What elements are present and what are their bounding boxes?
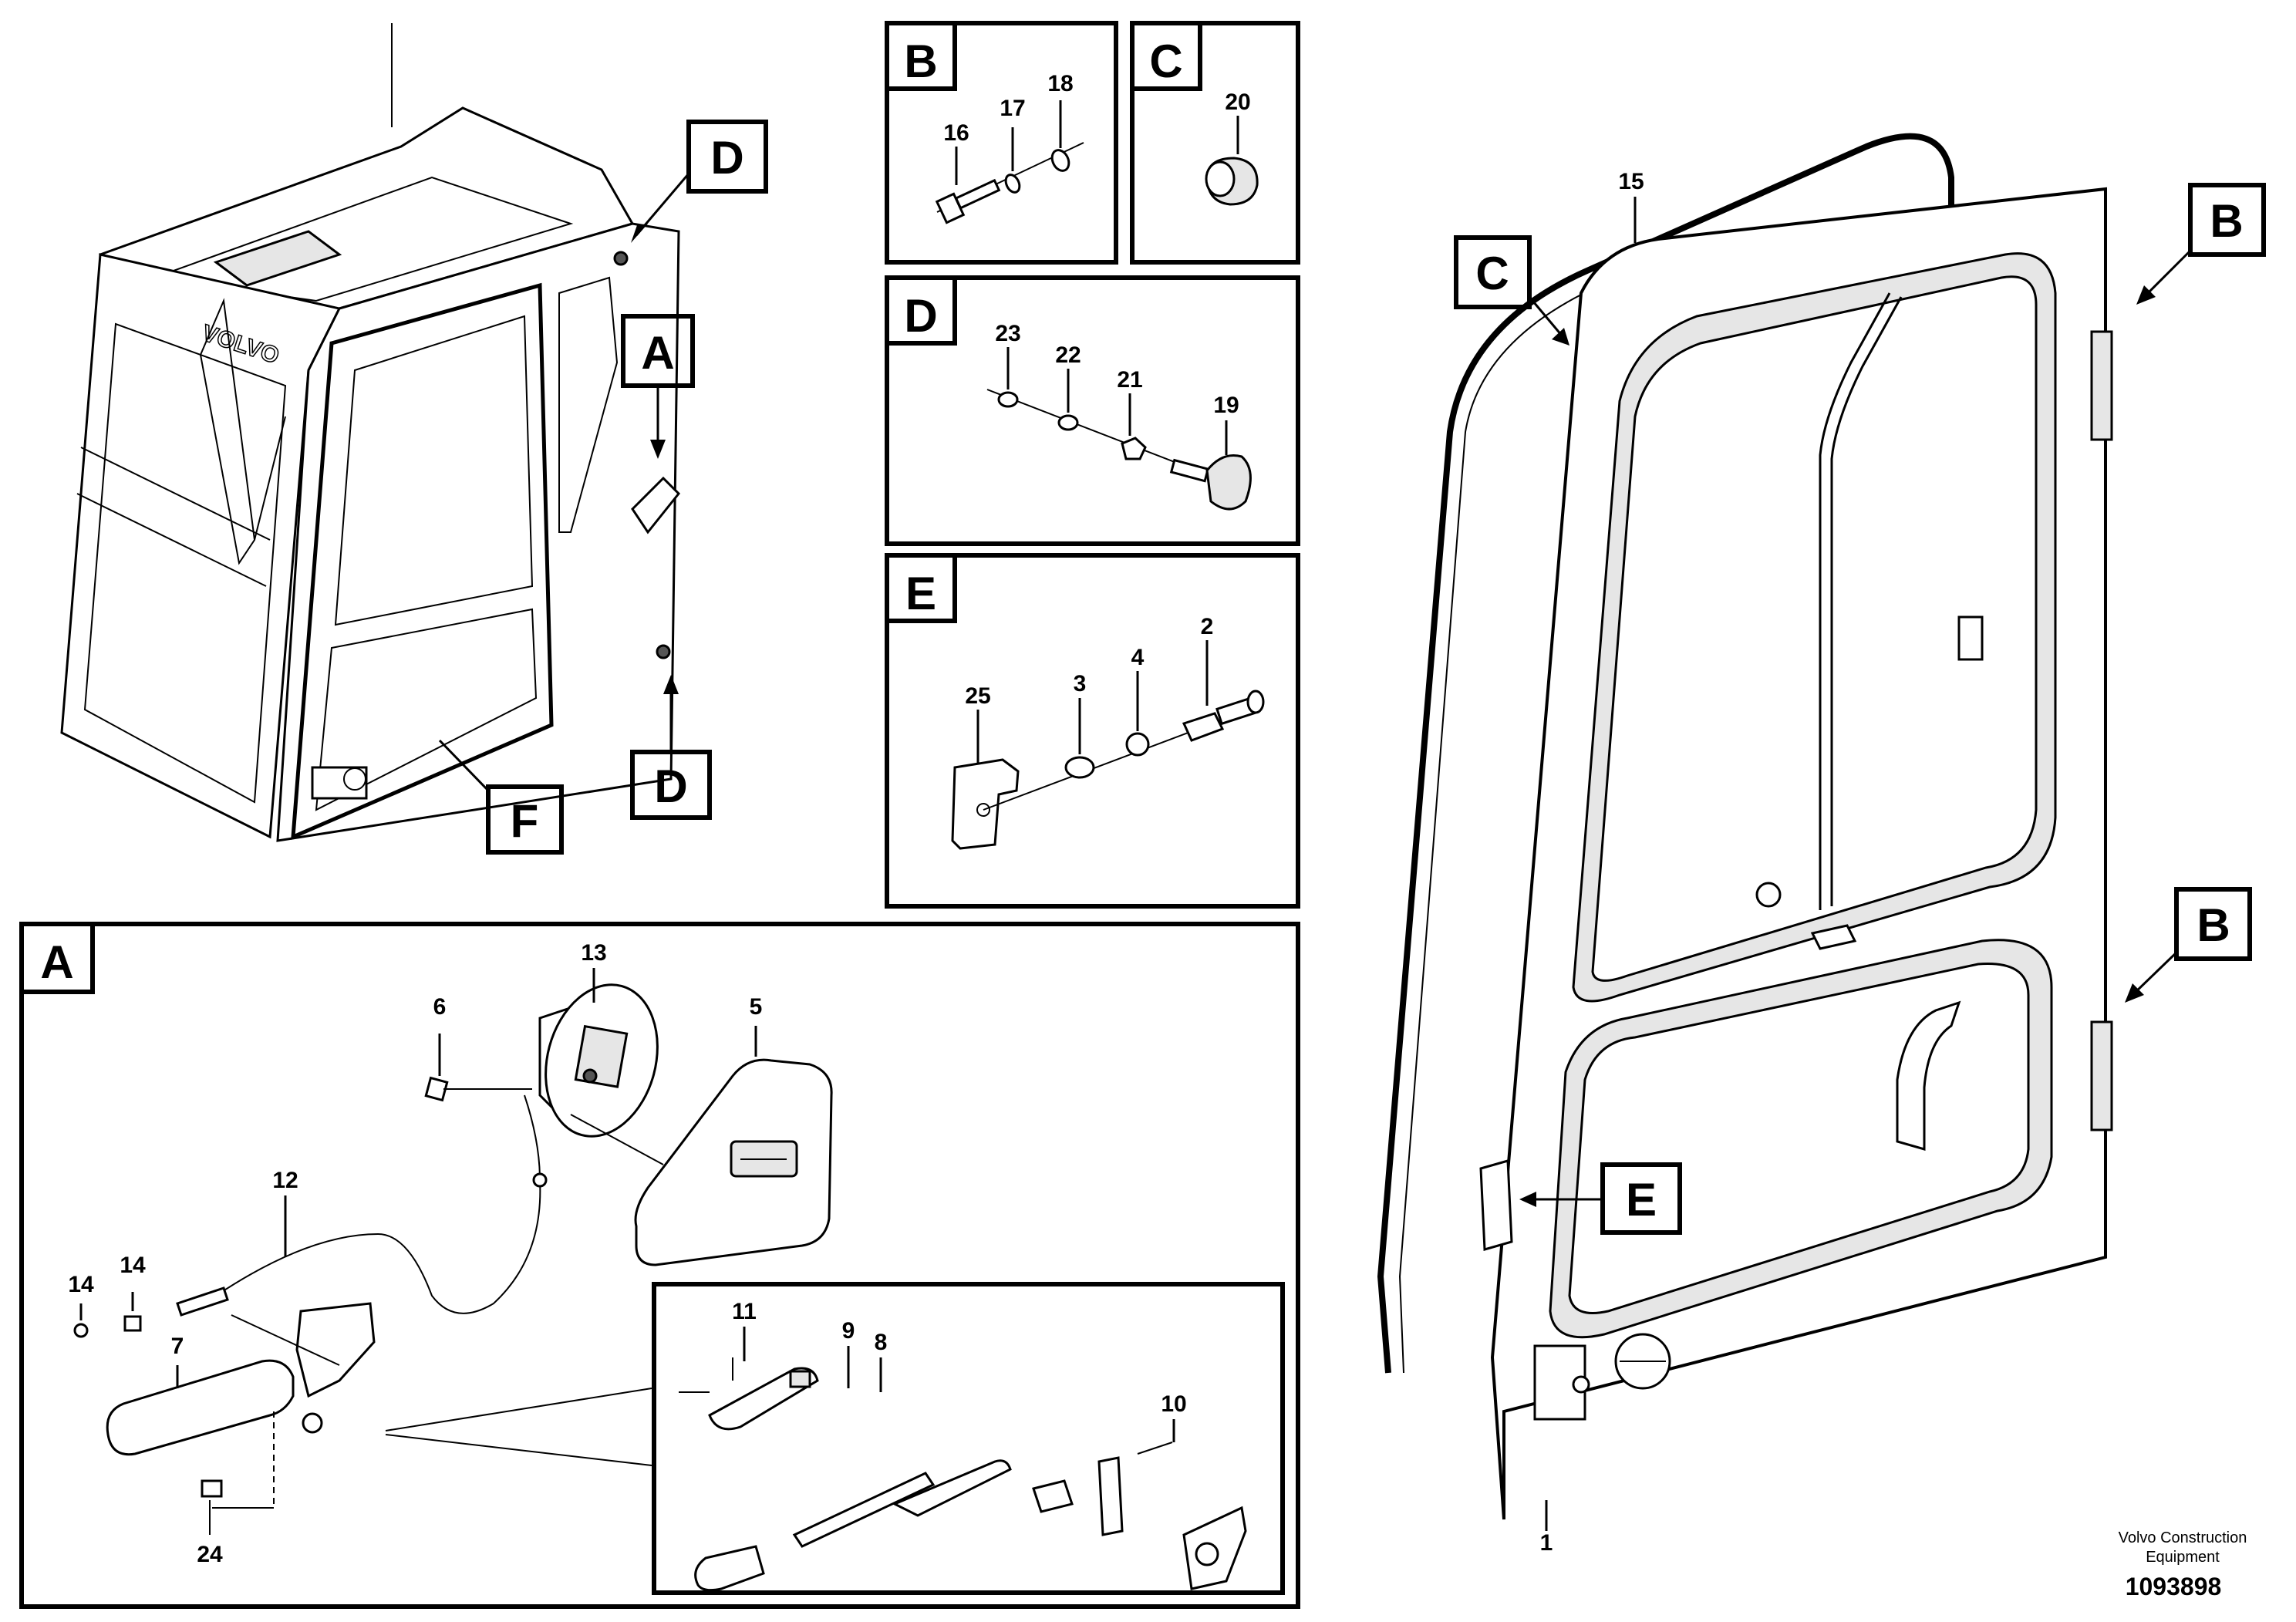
inset-c-frame [1130,21,1300,265]
part-number-9: 9 [842,1318,855,1344]
callout-box-f [486,784,564,855]
part-number-6: 6 [433,994,447,1020]
detail-a-label: A [40,936,73,988]
part-number-18: 18 [1047,71,1073,96]
inset-b-label: B [904,35,937,87]
part-number-19: 19 [1213,393,1239,418]
callout-d-top: D [710,132,743,184]
part-number-25: 25 [965,683,990,709]
part-number-1: 1 [1540,1530,1553,1556]
inset-e-label: E [905,568,936,619]
part-number-14-right: 14 [120,1253,146,1278]
footer-company-line2: Equipment [2146,1549,2220,1566]
part-number-23: 23 [995,321,1020,346]
callout-box-d-top [686,120,768,194]
detail-a-label-box [19,922,95,994]
footer-drawing-number: 1093898 [2126,1573,2222,1600]
inset-d-label: D [904,290,937,342]
inset-c-label: C [1149,35,1182,87]
inset-c-bumper [1205,116,1259,206]
latch-subinset-parts [679,1327,1247,1592]
cab-overview: VOLVO [60,23,681,842]
door-assembly [1377,133,2113,1520]
inset-e-parts [951,640,1265,850]
part-number-17: 17 [1000,96,1025,121]
door-callout-c: C [1475,248,1509,299]
inset-d-frame [885,275,1300,546]
inset-d-parts [986,347,1252,511]
part-number-3: 3 [1074,671,1087,696]
inset-b-frame [885,21,1118,265]
footer-company-line1: Volvo Construction [2119,1529,2247,1546]
door-callout-box-c [1454,235,1532,309]
detail-a-frame [19,922,1300,1609]
part-number-22: 22 [1055,342,1081,368]
part-number-8: 8 [875,1330,888,1355]
door-callout-box-b-top [2188,183,2266,257]
callout-a-cab: A [641,327,674,379]
hinge-bottom [2090,1020,2113,1131]
latch-subinset-frame [652,1282,1285,1595]
door-callout-e: E [1626,1174,1657,1226]
part-number-2: 2 [1201,614,1214,639]
part-number-4: 4 [1131,645,1145,670]
inset-e-frame [885,553,1300,909]
part-number-15: 15 [1618,169,1644,194]
part-number-14-left: 14 [68,1272,94,1297]
part-number-10: 10 [1161,1391,1186,1417]
footer: Volvo Construction Equipment 1093898 [2119,1529,2247,1600]
part-number-11: 11 [732,1299,757,1324]
door-callout-b-bottom: B [2197,899,2230,951]
part-number-16: 16 [943,120,969,146]
callout-d-bottom: D [654,760,687,812]
part-number-13: 13 [581,940,606,966]
part-number-7: 7 [171,1334,184,1359]
inset-b-parts [935,100,1084,224]
inset-e-label-box [885,553,957,623]
part-number-21: 21 [1117,367,1142,393]
part-number-12: 12 [272,1168,298,1193]
callout-f: F [511,795,539,847]
inset-b-label-box [885,21,957,91]
part-number-5: 5 [750,994,763,1020]
door-callout-b-top: B [2210,195,2243,247]
part-number-20: 20 [1225,89,1250,115]
door-callout-box-b-bottom [2174,887,2252,961]
inset-c-label-box [1130,21,1202,91]
hinge-top [2090,330,2113,441]
part-number-24: 24 [197,1542,223,1567]
inset-d-label-box [885,275,957,346]
detail-a-parts [73,983,833,1535]
